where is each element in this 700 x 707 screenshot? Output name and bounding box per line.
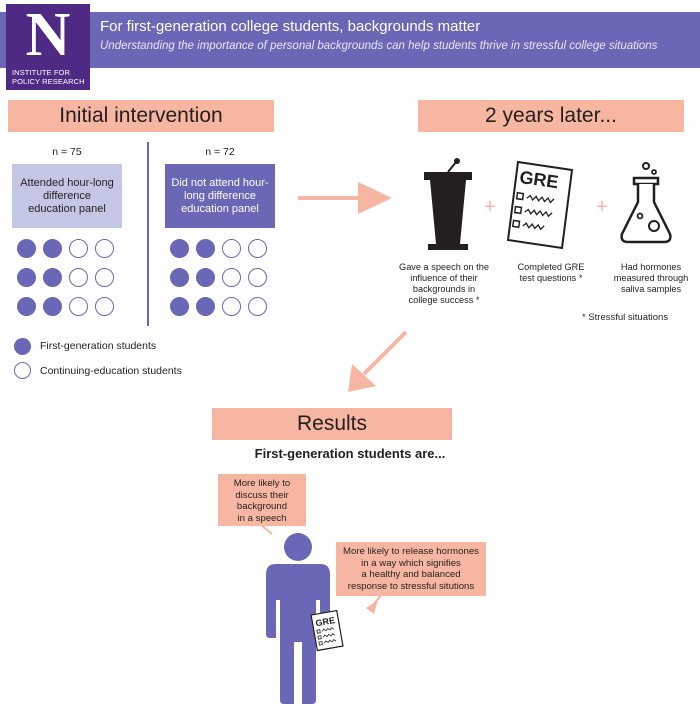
not-attended-continuing-dot [248, 268, 267, 287]
gre-paper-text: GRE [315, 615, 336, 628]
caption-hormones-line: Had hormones [620, 262, 682, 272]
logo-line-1: INSTITUTE FOR [12, 68, 70, 77]
arrow-right [298, 182, 392, 214]
attended-continuing-dot [69, 268, 88, 287]
northwestern-ipr-logo: N INSTITUTE FOR POLICY RESEARCH [6, 1, 90, 90]
caption-speech: Gave a speech on the influence of their … [388, 262, 500, 306]
bubble-line: More likely to [233, 478, 291, 489]
legend-continuing-label: Continuing-education students [40, 365, 182, 377]
attended-continuing-dot [69, 239, 88, 258]
attended-first-gen-dot [17, 268, 36, 287]
attended-first-gen-dot [17, 239, 36, 258]
bubble-line: discuss their [235, 489, 289, 501]
not-attended-continuing-dot [248, 297, 267, 316]
bubble-line: a healthy and balanced [361, 569, 461, 580]
not-attended-continuing-dot [222, 268, 241, 287]
not-attended-first-gen-dot [170, 297, 189, 316]
student-figure-icon: GRE [266, 533, 344, 704]
caption-gre: Completed GRE test questions * [506, 262, 596, 284]
attended-continuing-dot [95, 268, 114, 287]
caption-hormones: Had hormones measured through saliva sam… [604, 262, 698, 295]
legend-first-gen-label: First-generation students [40, 340, 157, 352]
results-subheading: First-generation students are... [254, 446, 446, 461]
not-attended-first-gen-dot [196, 268, 215, 287]
not-attended-first-gen-dot [196, 239, 215, 258]
bubble-line: More likely to release hormones [343, 546, 479, 557]
group-attended-n: n = 75 [52, 146, 82, 158]
bubble-line: in a speech [237, 512, 287, 524]
attended-first-gen-dot [43, 239, 62, 258]
gre-paper-icon: GRE [310, 609, 344, 652]
caption-hormones-line: saliva samples [620, 284, 682, 294]
not-attended-continuing-dot [248, 239, 267, 258]
header: N INSTITUTE FOR POLICY RESEARCH For firs… [0, 0, 700, 90]
caption-speech-line: backgrounds in [412, 284, 476, 294]
legend-continuing-dot [14, 362, 31, 379]
attended-first-gen-dot [43, 268, 62, 287]
caption-speech-line: influence of their [410, 273, 478, 283]
caption-gre-line: Completed GRE [517, 262, 585, 272]
page-subtitle: Understanding the importance of personal… [100, 40, 658, 52]
logo-text: INSTITUTE FOR POLICY RESEARCH [12, 68, 88, 86]
initial-intervention-heading: Initial intervention [8, 100, 274, 132]
group-divider [147, 142, 149, 326]
bubble-line: in a way which signifies [361, 557, 461, 569]
results-heading: Results [212, 408, 452, 440]
group-attended-box: Attended hour-long difference education … [12, 164, 122, 228]
not-attended-continuing-dot [222, 239, 241, 258]
podium-icon [424, 158, 472, 250]
group-not-attended-label: Did not attend hour-long difference educ… [171, 176, 269, 215]
caption-hormones-line: measured through [613, 273, 689, 283]
header-band [0, 12, 700, 68]
plus-sign-1: + [484, 196, 496, 218]
attended-continuing-dot [69, 297, 88, 316]
two-years-later-heading: 2 years later... [418, 100, 684, 132]
result-bubble-speech: More likely to discuss their background … [218, 474, 306, 526]
page-title: For first-generation college students, b… [100, 18, 481, 35]
result-bubble-hormones: More likely to release hormones in a way… [336, 542, 486, 596]
bubble2-pointer-head [366, 600, 378, 614]
attended-first-gen-dot [17, 297, 36, 316]
group-attended-label: Attended hour-long difference education … [20, 176, 114, 215]
attended-continuing-dot [95, 297, 114, 316]
flask-icon [620, 162, 672, 244]
group-not-attended-box: Did not attend hour-long difference educ… [165, 164, 275, 228]
logo-letter: N [25, 1, 71, 69]
legend-first-gen-dot [14, 338, 31, 355]
plus-sign-2: + [596, 196, 608, 218]
bubble-line: background [236, 501, 288, 512]
group-not-attended-n: n = 72 [205, 146, 235, 158]
caption-speech-line: college success * [408, 295, 480, 305]
caption-speech-line: Gave a speech on the [399, 262, 489, 272]
caption-gre-line: test questions * [519, 273, 583, 283]
footnote-stressful: * Stressful situations [582, 312, 669, 323]
not-attended-first-gen-dot [170, 239, 189, 258]
attended-continuing-dot [95, 239, 114, 258]
not-attended-continuing-dot [222, 297, 241, 316]
not-attended-first-gen-dot [196, 297, 215, 316]
gre-test-icon: GRE [506, 160, 574, 250]
attended-first-gen-dot [43, 297, 62, 316]
bubble-line: response to stressful situtions [347, 580, 475, 592]
logo-line-2: POLICY RESEARCH [12, 77, 85, 86]
arrow-down-left [348, 330, 408, 392]
not-attended-first-gen-dot [170, 268, 189, 287]
